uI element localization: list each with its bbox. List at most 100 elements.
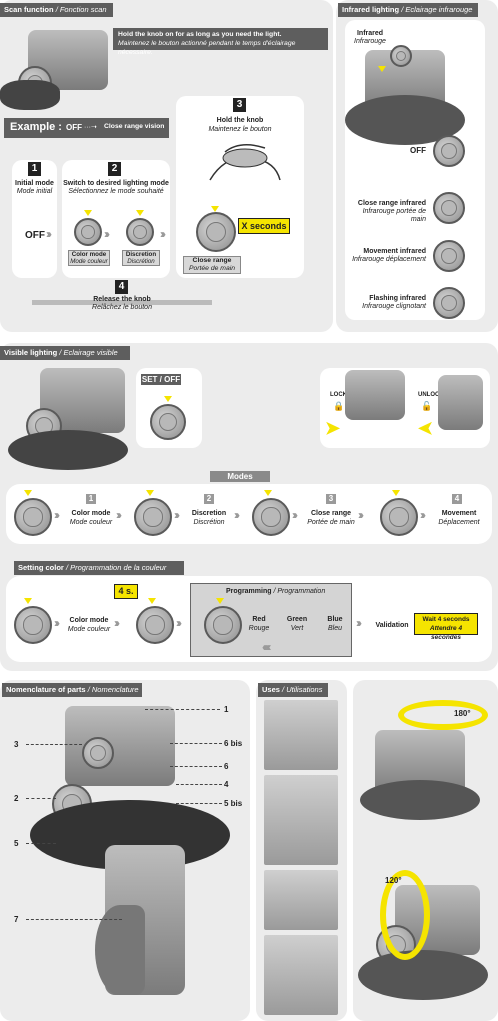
rotation-180-arrow [398, 700, 488, 730]
mode3-number: 3 [326, 494, 336, 504]
rotation-strap-bottom [358, 950, 488, 1000]
step4-sub: Relâchez le bouton [92, 304, 152, 311]
unlock-headlamp-image [438, 375, 483, 430]
prog-dial [204, 606, 242, 644]
prog-blue: Blue [327, 616, 343, 623]
leader-5bis [176, 803, 222, 804]
rotation-120-arrow [380, 870, 430, 960]
infrared-marker [378, 66, 386, 72]
part-label-6bis: 6 bis [224, 739, 243, 748]
setting-color-header-sub: / Programmation de la couleur [65, 563, 167, 572]
lock-icon: 🔒 [333, 401, 345, 411]
mode-chevrons0: ››› [54, 508, 60, 522]
visible-header: Visible lighting / Eclairage visible [0, 346, 130, 360]
leader-5 [26, 843, 56, 844]
step2-sub: Sélectionnez le mode souhaité [68, 188, 164, 195]
example-label: Example : [10, 121, 62, 133]
set-off-marker [164, 396, 172, 402]
scan-hold-note: Hold the knob on for as long as you need… [113, 28, 328, 56]
step1-title: Initial mode [15, 180, 54, 187]
infrared-movement: Movement infrared [363, 248, 426, 255]
mode-dial0 [14, 498, 52, 536]
mode-dial0-marker [24, 490, 32, 496]
step2-dial1-marker [84, 210, 92, 216]
prog-dial-marker [216, 598, 224, 604]
part-label-3: 3 [14, 740, 19, 749]
mode-chevrons3: ››› [358, 508, 364, 522]
setting-color-header: Setting color / Programmation de la coul… [14, 561, 184, 575]
infrared-dial-off [433, 135, 465, 167]
step2-discretion: Discretion [125, 251, 157, 258]
scan-hold-text-fr: Maintenez le bouton actionné pendant le … [118, 40, 296, 56]
nomenclature-mount-shell [95, 905, 145, 995]
step3-title: Hold the knob [216, 117, 264, 124]
infrared-knob [390, 45, 412, 67]
wait-text-en: Wait 4 seconds [422, 616, 470, 623]
sc-color-mode-fr: Mode couleur [67, 626, 111, 633]
mode-chevrons2b: ››› [292, 508, 298, 522]
nomenclature-headlamp-image [65, 706, 175, 786]
leader-1 [145, 709, 220, 710]
lock-arrow: ➤ [325, 418, 341, 438]
step1-number: 1 [28, 162, 41, 176]
mode4-sub: Déplacement [438, 519, 480, 526]
mode2-title: Discretion [191, 510, 227, 517]
scan-return-arrow [32, 290, 212, 305]
mode-dial2 [252, 498, 290, 536]
step2-out-chevrons: ››› [160, 227, 166, 241]
step4-number: 4 [115, 280, 128, 294]
use-photo-shoulder [264, 870, 338, 930]
hand-on-head-illustration [209, 144, 281, 181]
infrared-off-label: OFF [410, 146, 426, 155]
mode-chevrons2: ››› [234, 508, 240, 522]
mode-chevrons3b: ››› [420, 508, 426, 522]
step3-sub: Maintenez le bouton [208, 126, 272, 133]
part-label-5: 5 [14, 839, 19, 848]
infrared-title: Infrared [356, 30, 384, 37]
prog-green: Green [286, 616, 308, 623]
uses-header: Uses / Utilisations [258, 683, 329, 697]
example-arrow: ···➝ [84, 124, 97, 131]
nomenclature-header-main: Nomenclature of parts [6, 685, 86, 694]
step3-dial-marker [211, 206, 219, 212]
step2-dial-discretion [126, 218, 154, 246]
step2-color-mode: Color mode [71, 251, 107, 258]
step1-sub: Mode initial [16, 188, 53, 195]
step2-title: Switch to desired lighting mode [63, 180, 169, 187]
wait-text-fr: Attendre 4 secondes [429, 625, 463, 641]
part-label-7: 7 [14, 915, 19, 924]
use-photo-headband [264, 935, 338, 1015]
programming-label: Programming [226, 588, 272, 595]
scan-hold-text-en: Hold the knob on for as long as you need… [118, 31, 282, 38]
part-label-4: 4 [224, 780, 229, 789]
part-label-2: 2 [14, 794, 19, 803]
infrared-flashing-fr: Infrarouge clignotant [362, 303, 426, 310]
nomenclature-knob [82, 737, 114, 769]
rotation-120-label: 120° [385, 876, 402, 885]
sc-chevrons3: ››› [356, 616, 362, 630]
leader-6 [170, 766, 222, 767]
visible-strap [8, 430, 128, 470]
scan-strap [0, 80, 60, 110]
step2-color-mode-fr: Mode couleur [70, 258, 108, 265]
scan-header-sub: / Fonction scan [55, 5, 107, 14]
step3-close-label: Close range Portée de main [183, 256, 241, 274]
step3-close-range-fr: Portée de main [188, 265, 236, 272]
leader-2 [26, 798, 56, 799]
infrared-close-range: Close range infrared [357, 200, 426, 207]
step3-number: 3 [233, 98, 246, 112]
part-label-6: 6 [224, 762, 229, 771]
infrared-close-range-fr: Infrarouge portée de main [362, 208, 426, 223]
scan-header: Scan function / Fonction scan [0, 3, 113, 17]
leader-4 [176, 784, 222, 785]
unlock-icon: 🔓 [421, 401, 433, 411]
sc-color-mode: Color mode [69, 617, 109, 624]
use-photo-vest [264, 775, 338, 865]
scan-step1-box [12, 160, 57, 278]
infrared-movement-fr: Infrarouge déplacement [352, 256, 426, 263]
visible-header-main: Visible lighting [4, 348, 58, 357]
x-seconds-badge: X seconds [238, 218, 290, 234]
part-label-1: 1 [224, 705, 229, 714]
example-bar: Example : OFF ···➝ Close range vision [4, 118, 169, 138]
uses-header-main: Uses [262, 685, 280, 694]
